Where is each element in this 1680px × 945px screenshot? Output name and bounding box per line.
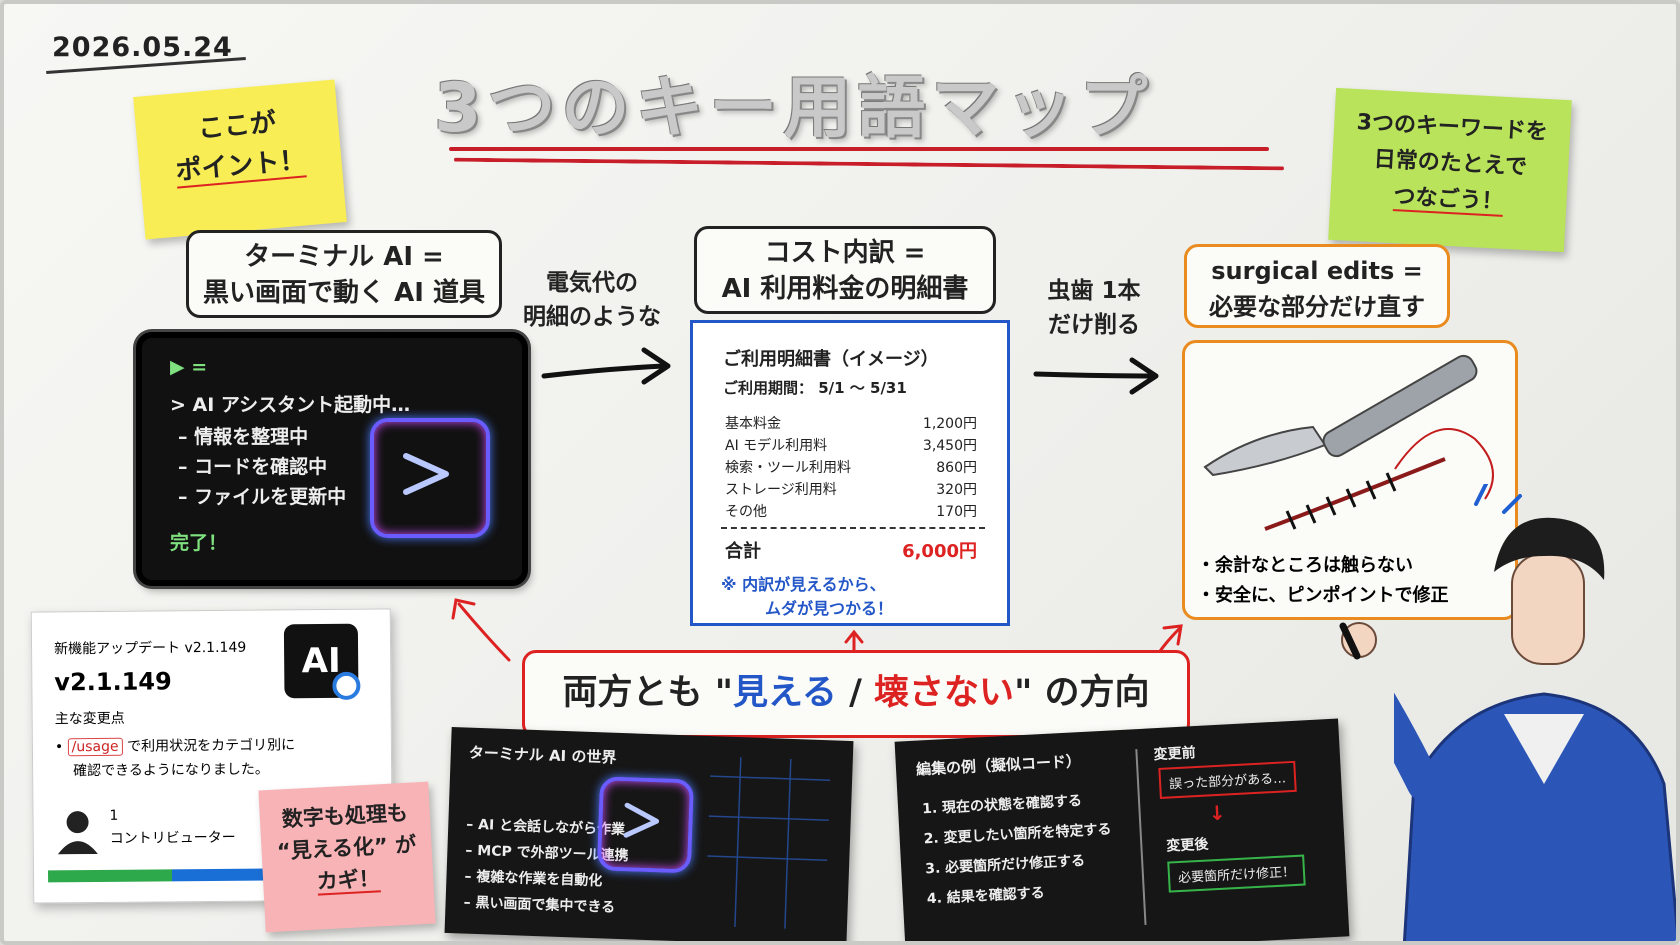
page-title: 3つのキー用語マップ: [434, 69, 1154, 148]
edit-step-3: 3. 必要箇所だけ修正する: [924, 852, 1086, 878]
contributors-label: コントリビューター: [109, 829, 236, 847]
direction-word-visible: 見える: [732, 673, 837, 713]
edit-step-2: 2. 変更したい箇所を特定する: [923, 821, 1112, 848]
term-terminal-line1: ターミナル AI =: [244, 242, 444, 272]
edit-example-card: 編集の例（擬似コード） 1. 現在の状態を確認する 2. 変更したい箇所を特定す…: [894, 718, 1350, 941]
receipt-note-1: ※ 内訳が見えるから、: [721, 575, 886, 594]
sticky-note-numbers: 数字も処理も “見える化” が カギ！: [258, 781, 436, 933]
edit-divider: [1135, 749, 1147, 925]
update-version: v2.1.149: [54, 667, 172, 697]
term-label-terminal-ai: ターミナル AI = 黒い画面で動く AI 道具: [186, 230, 502, 318]
receipt-note-2: ムダが見つかる！: [765, 599, 894, 618]
edit-step-4: 4. 結果を確認する: [926, 885, 1046, 908]
term-cost-line2: AI 利用料金の明細書: [721, 274, 969, 304]
surgical-bullet-1: ・余計なところは触らない: [1197, 555, 1413, 576]
direction-word-nobreak: 壊さない: [874, 673, 1015, 713]
term-terminal-line2: 黒い画面で動く AI 道具: [203, 278, 485, 308]
title-underline: [449, 147, 1269, 151]
after-label: 変更後: [1166, 836, 1209, 855]
terminal-line-2: – 情報を整理中: [178, 426, 309, 448]
update-header: 新機能アップデート v2.1.149: [53, 639, 247, 658]
edit-title: 編集の例（擬似コード）: [915, 752, 1082, 779]
before-label: 変更前: [1153, 745, 1197, 764]
terminal-logo-icon: [370, 418, 490, 538]
term-surgical-line2: 必要な部分だけ直す: [1209, 293, 1425, 321]
arrow-up-left-icon: [457, 602, 511, 662]
arrow2-caption: 虫歯 1本 だけ削る: [1034, 274, 1154, 342]
arrow1-caption: 電気代の 明細のような: [522, 266, 662, 334]
edit-step-1: 1. 現在の状態を確認する: [921, 793, 1083, 818]
receipt-divider: [721, 527, 985, 529]
update-item: • /usage で利用状況をカテゴリ別に: [54, 737, 296, 757]
term-surgical-line1: surgical edits =: [1211, 257, 1423, 285]
terminal-line-4: – ファイルを更新中: [178, 486, 347, 508]
arrow1-line2: 明細のような: [523, 304, 661, 330]
terminal-done: 完了！: [170, 532, 228, 554]
direction-box: 両方とも "見える / 壊さない" の方向: [522, 650, 1190, 738]
direction-sep: /: [836, 673, 875, 713]
refresh-icon: [332, 671, 361, 700]
world-item-3: – 複雑な作業を自動化: [464, 868, 603, 890]
terminal-world-card: ターミナル AI の世界 – AI と会話しながら作業 – MCP で外部ツール…: [444, 727, 854, 941]
receipt-title: ご利用明細書（イメージ）: [723, 349, 939, 370]
terminal-prompt: ▶ =: [170, 356, 208, 378]
term-label-cost: コスト内訳 = AI 利用料金の明細書: [694, 226, 996, 314]
terminal-line-3: – コードを確認中: [178, 456, 328, 478]
receipt-period: ご利用期間： 5/1 ～ 5/31: [723, 379, 907, 397]
user-avatar-icon: [57, 811, 98, 855]
surgical-bullet-2: ・安全に、ピンポイントで修正: [1197, 585, 1449, 606]
contributors-count: 1: [109, 807, 119, 824]
before-box: 誤った部分がある…: [1158, 760, 1297, 799]
after-box: 必要箇所だけ修正！: [1167, 854, 1306, 893]
world-grid-lines: [707, 757, 831, 929]
date-label: 2026.05.24: [52, 32, 233, 63]
terminal-line-1: > AI アシスタント起動中…: [170, 394, 411, 416]
scalpel-suture-icon: [1203, 354, 1494, 531]
direction-prefix: 両方とも ": [562, 673, 733, 713]
direction-suffix: " の方向: [1014, 673, 1150, 713]
world-logo-icon: [596, 776, 695, 874]
world-title: ターミナル AI の世界: [468, 743, 617, 767]
update-subtitle: 主な変更点: [54, 710, 125, 728]
update-card: 新機能アップデート v2.1.149 v2.1.149 主な変更点 • /usa…: [30, 608, 394, 904]
arrow1-line1: 電気代の: [546, 270, 638, 296]
usage-code: /usage: [67, 737, 123, 757]
arrow2-line2: だけ削る: [1048, 312, 1140, 338]
terminal-window: ▶ = > AI アシスタント起動中… – 情報を整理中 – コードを確認中 –…: [136, 332, 528, 586]
presenter-hand-icon: [1339, 622, 1377, 660]
arrow-right-icon-2: [1033, 371, 1157, 379]
surgical-card: ・余計なところは触らない ・安全に、ピンポイントで修正: [1182, 340, 1518, 620]
term-label-surgical: surgical edits = 必要な部分だけ直す: [1184, 244, 1450, 328]
term-cost-line1: コスト内訳 =: [764, 238, 926, 268]
arrow-right-icon: [541, 363, 667, 379]
arrow2-line1: 虫歯 1本: [1047, 278, 1141, 304]
world-item-4: – 黒い画面で集中できる: [463, 894, 616, 916]
presenter-illustration: [1394, 484, 1676, 941]
down-arrow-icon: ↓: [1208, 800, 1227, 826]
update-item-line2: 確認できるようになりました。: [73, 761, 269, 780]
